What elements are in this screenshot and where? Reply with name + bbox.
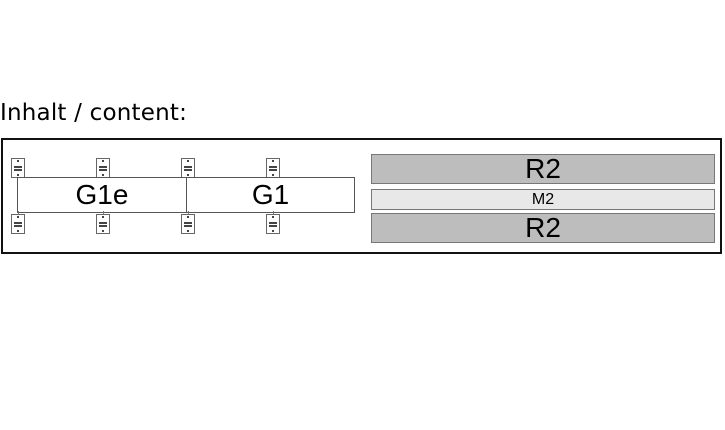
bracket-icon — [266, 211, 280, 234]
bracket-icon — [11, 211, 25, 234]
panel-r2-bottom: R2 — [371, 212, 715, 243]
content-frame — [1, 138, 722, 254]
bracket-icon — [181, 211, 195, 234]
panel-r2-top: R2 — [371, 153, 715, 184]
bracket-icon — [181, 158, 195, 181]
bracket-icon — [96, 211, 110, 234]
segment-g1e: G1e — [18, 178, 187, 212]
bracket-icon — [11, 158, 25, 181]
bracket-icon — [96, 158, 110, 181]
segment-g1: G1 — [251, 179, 290, 210]
panel-m2: M2 — [371, 189, 715, 210]
bracket-icon — [266, 158, 280, 181]
content-heading: Inhalt / content: — [0, 100, 188, 126]
rail-strip: G1e G1 — [17, 177, 355, 213]
